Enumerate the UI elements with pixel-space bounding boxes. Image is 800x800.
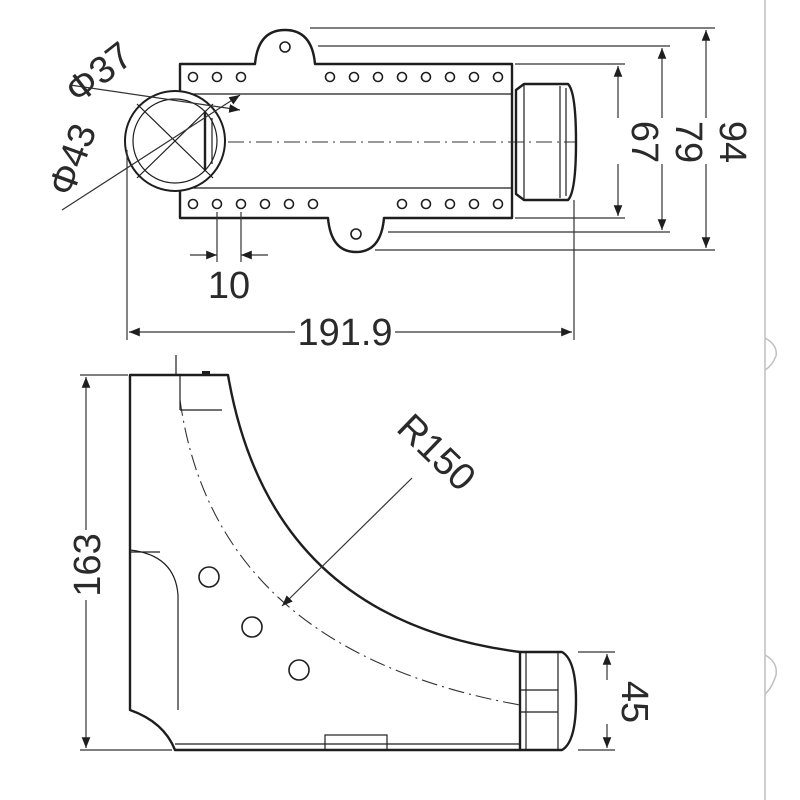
mount-hole [235,198,247,210]
mount-hole [468,198,480,210]
mount-hole [396,71,408,83]
bracket-side-outline [128,373,522,752]
bottom-hole-row [187,198,504,210]
mount-hole [492,71,504,83]
mount-hole [444,198,456,210]
mount-hole [420,198,432,210]
tab-hole-top [279,41,291,53]
top-hole-row [187,71,504,83]
bracket-body-outline [178,28,514,254]
mount-hole [235,71,247,83]
page-edge-notch [764,337,778,371]
mount-hole [187,198,199,210]
tab-hole-bottom [350,228,362,240]
dim-phi37-label: Φ37 [58,34,141,112]
mount-hole [211,71,223,83]
side-view: R150 163 45 [67,355,655,752]
mount-hole [492,198,504,210]
mount-hole [211,198,223,210]
dim-67-label: 67 [623,121,665,163]
end-cap-side [518,650,578,752]
phi37-leader [69,84,241,113]
side-hole [198,566,220,588]
bottom-pad [324,734,388,751]
mount-hole [283,198,295,210]
dim-79-label: 79 [667,121,709,163]
dim-length-label: 191.9 [297,312,392,354]
mount-hole [372,71,384,83]
pipe-section [124,90,226,192]
pipe-inner-circle [132,98,218,184]
mount-hole [468,71,480,83]
page-edge-notch [764,654,778,695]
vertical-dimensions: 67 79 94 [310,27,753,251]
radius-leader [281,477,413,607]
height-dimension: 163 [67,374,172,751]
mount-hole [187,71,199,83]
dim-45-label: 45 [613,681,655,723]
top-view: Φ37 Φ43 10 191.9 [41,27,753,354]
dim-hole-pitch-label: 10 [208,265,250,307]
mount-hole [259,198,271,210]
mount-hole [444,71,456,83]
phi43-leader [61,94,241,211]
side-hole [241,616,263,638]
dim-height-label: 163 [67,533,109,596]
dim-radius-label: R150 [389,406,484,499]
mount-hole [324,71,336,83]
hole-pitch-dimension: 10 [190,212,268,307]
mount-hole [307,198,319,210]
mount-hole [348,71,360,83]
dim-45-dimension: 45 [578,651,655,751]
mount-hole [420,71,432,83]
side-center-arc [179,399,521,706]
dim-94-label: 94 [711,121,753,163]
end-cap-top [514,82,578,202]
side-hole [288,659,310,681]
mount-hole [396,198,408,210]
length-dimension: 191.9 [126,150,575,354]
